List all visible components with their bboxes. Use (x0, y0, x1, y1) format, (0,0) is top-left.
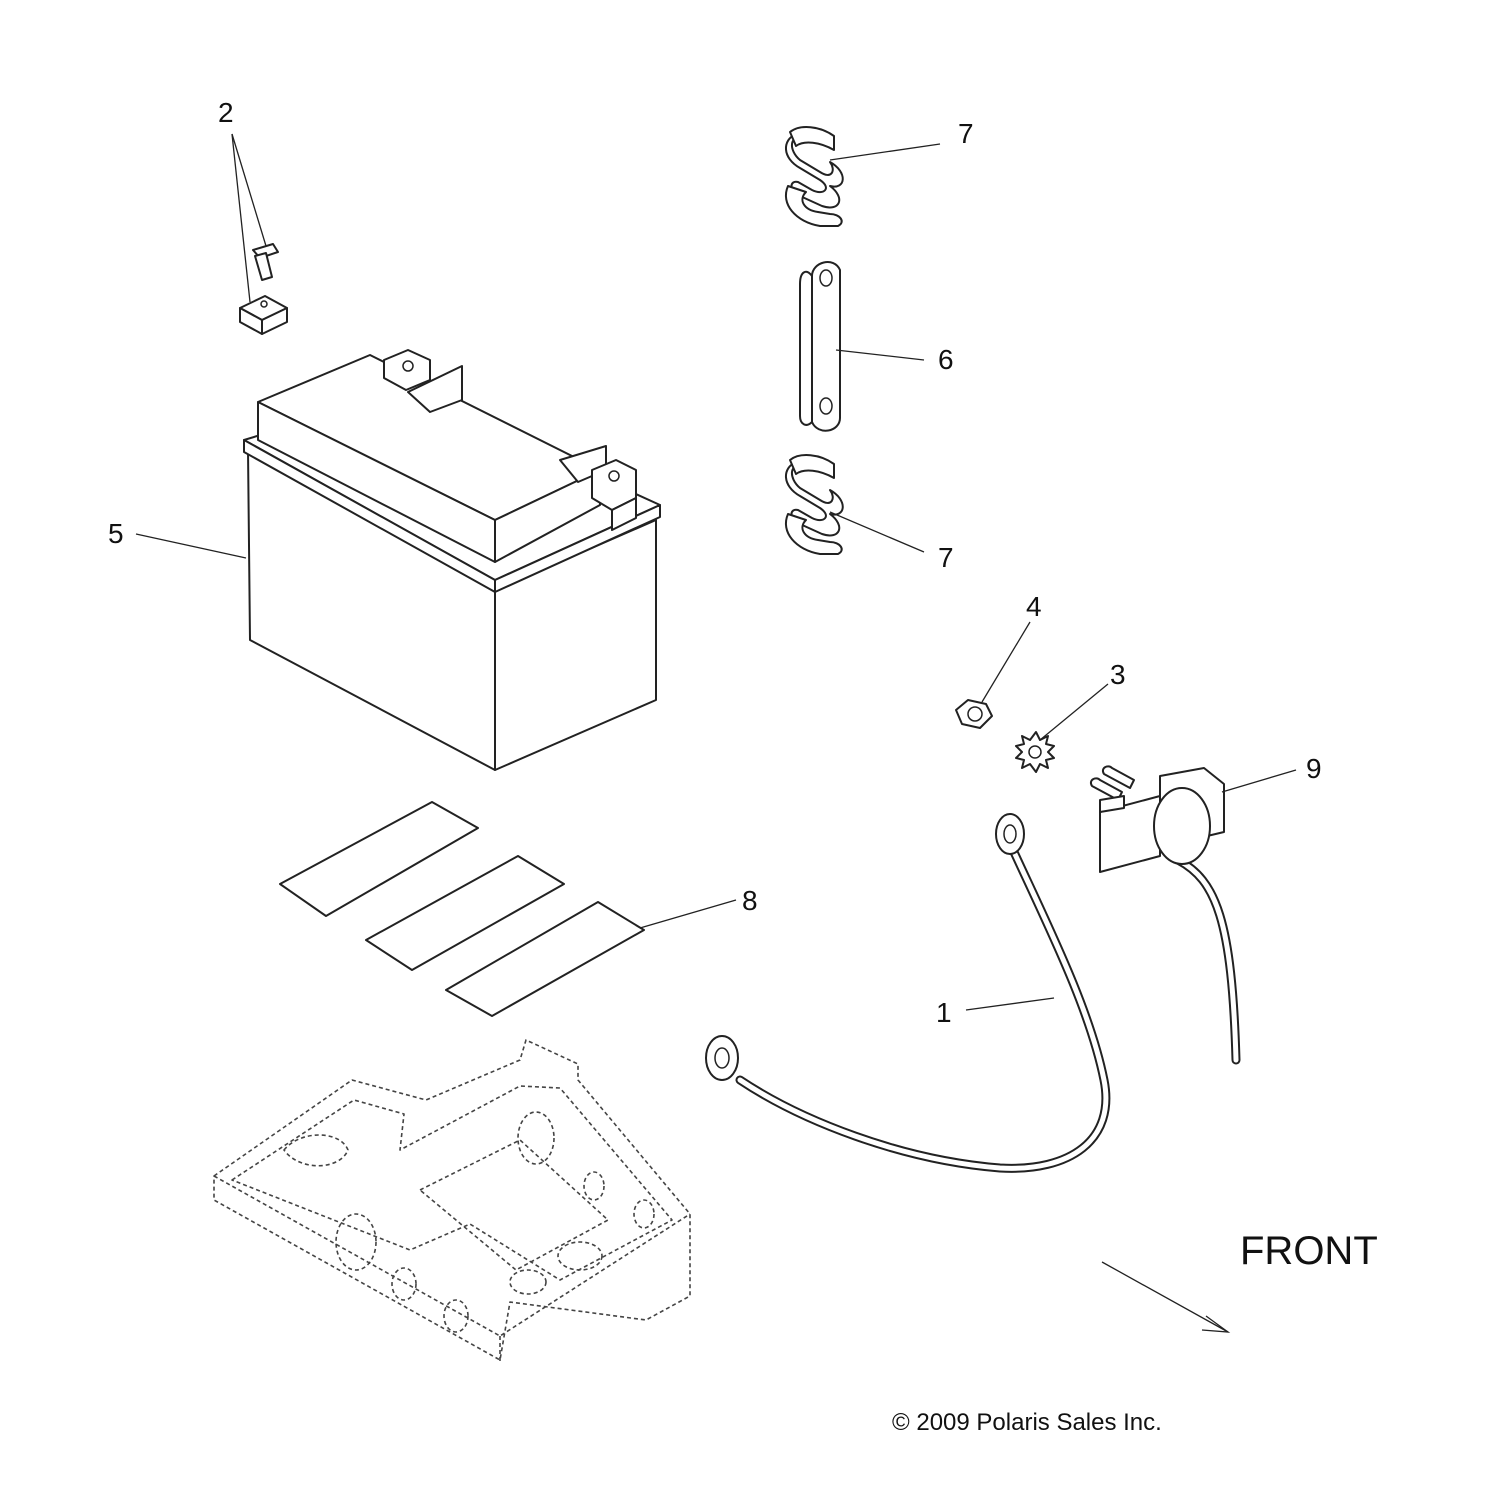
part-7-clip-upper (785, 126, 844, 227)
battery-tray-phantom (213, 1039, 691, 1362)
part-8-pads (279, 801, 645, 1017)
part-7-clip-lower (785, 454, 844, 555)
callout-1: 1 (936, 997, 952, 1028)
callout-9: 9 (1306, 753, 1322, 784)
part-9-relay (1090, 765, 1241, 1065)
callout-7-lower: 7 (938, 542, 954, 573)
part-5-battery (243, 349, 661, 771)
callout-5: 5 (108, 518, 124, 549)
front-label: FRONT (1240, 1229, 1378, 1273)
part-1-cable (705, 813, 1111, 1173)
copyright-text: © 2009 Polaris Sales Inc. (892, 1409, 1162, 1436)
callout-3: 3 (1110, 659, 1126, 690)
callout-8: 8 (742, 885, 758, 916)
part-4-nut (955, 699, 993, 729)
callout-2: 2 (218, 97, 234, 128)
part-6-strap (799, 261, 841, 432)
part-2-bolt-and-nut (239, 243, 288, 335)
callout-4: 4 (1026, 591, 1042, 622)
callout-7-upper: 7 (958, 118, 974, 149)
callout-6: 6 (938, 344, 954, 375)
part-3-washer (1015, 731, 1055, 773)
front-arrow (1101, 1261, 1231, 1333)
